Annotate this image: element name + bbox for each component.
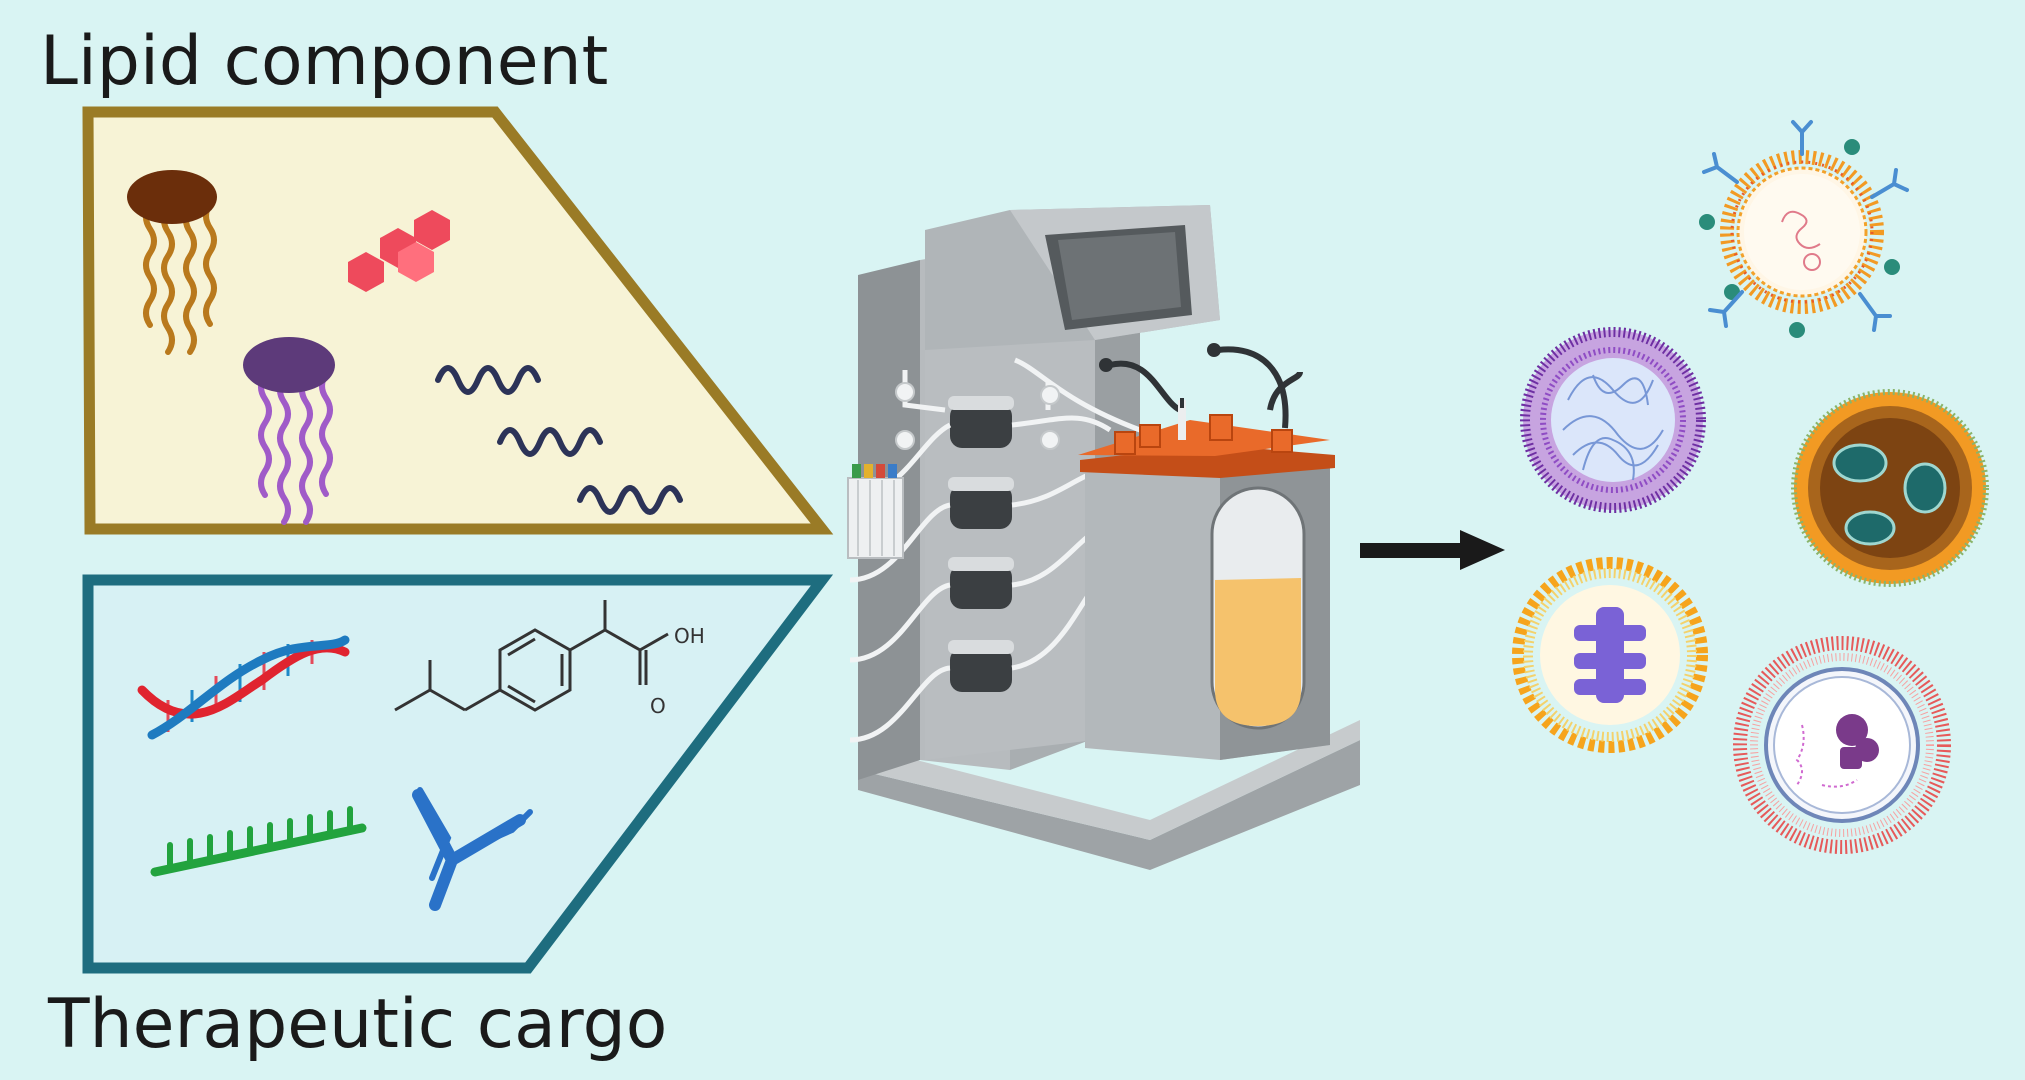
lipoprotein-vesicle-icon (1699, 120, 1909, 338)
oligonucleotide-comb-icon (150, 806, 367, 877)
wavy-chain-icon (435, 365, 683, 515)
cooh-text: OH (674, 624, 705, 648)
hexagon-chain-icon (348, 210, 450, 292)
antibody-icon (412, 787, 533, 911)
ibuprofen-structure-icon (394, 600, 669, 712)
arrow-right-icon (1360, 530, 1505, 570)
cargo-panel: OH O (82, 574, 834, 974)
therapeutic-cargo-label: Therapeutic cargo (48, 985, 668, 1064)
purple-liposome-icon (1520, 327, 1706, 513)
lipid-purple-icon (243, 337, 335, 525)
red-fringe-vesicle-icon (1733, 636, 1951, 854)
sample-tubes (847, 464, 904, 559)
lipid-brown-icon (127, 170, 217, 355)
lipid-panel (82, 106, 834, 535)
teal-spotted-particle-icon (1791, 389, 1989, 587)
protein-liposome-icon (1512, 557, 1708, 753)
dna-helix-icon (137, 635, 350, 740)
lipid-component-label: Lipid component (40, 22, 609, 101)
bioreactor-icon (847, 205, 1360, 870)
carbonyl-o-text: O (650, 694, 666, 718)
